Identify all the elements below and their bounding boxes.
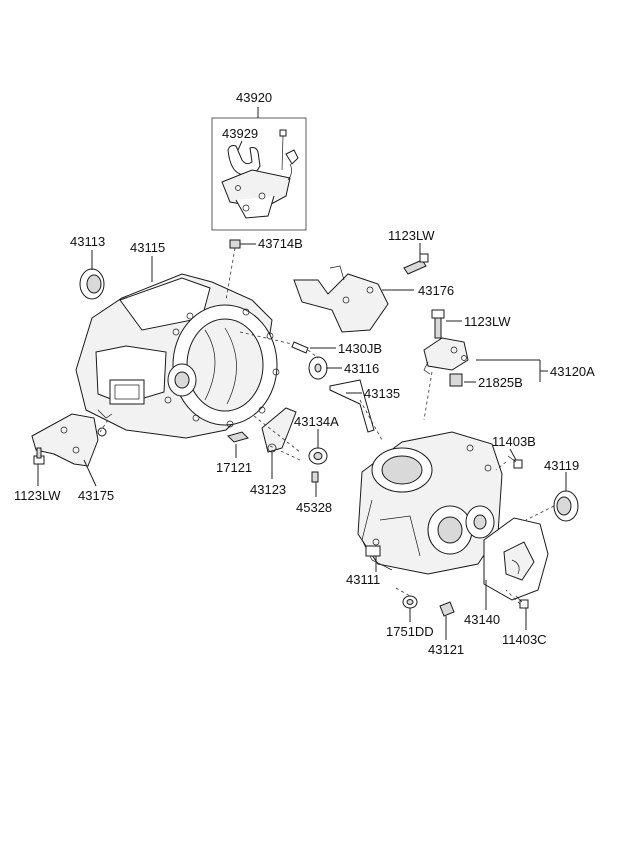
bolt-1123LW-top-illustration (403, 253, 429, 275)
label-43120A: 43120A (550, 364, 595, 379)
seal-43134A-illustration (308, 447, 328, 465)
label-43119: 43119 (544, 458, 579, 473)
bolt-1123LW-mid-illustration (431, 309, 445, 339)
label-43920: 43920 (236, 90, 272, 105)
bracket-43176-illustration (293, 265, 389, 333)
rod-43135-illustration (329, 379, 375, 433)
label-17121: 17121 (216, 460, 252, 475)
label-43929: 43929 (222, 126, 258, 141)
oil-seal-43119-illustration (553, 490, 579, 522)
label-11403C: 11403C (502, 632, 547, 647)
label-43175: 43175 (78, 488, 114, 503)
label-21825B: 21825B (478, 375, 523, 390)
label-43123: 43123 (250, 482, 286, 497)
label-43134A: 43134A (294, 414, 339, 429)
label-43121: 43121 (428, 642, 464, 657)
label-1751DD: 1751DD (386, 624, 434, 639)
label-43714B: 43714B (258, 236, 303, 251)
assembly-dashed-lines (99, 331, 555, 605)
label-43176: 43176 (418, 283, 454, 298)
plug-43121-illustration (439, 601, 455, 617)
label-1430JB: 1430JB (338, 341, 382, 356)
label-1123LW-left: 1123LW (14, 488, 61, 503)
bolt-11403B-illustration (507, 455, 523, 469)
leader-lines (37, 107, 567, 640)
bolt-45328-illustration (311, 471, 319, 483)
washer-1751DD-illustration (402, 595, 418, 609)
washer-43116-illustration (308, 356, 328, 380)
bracket-43175-illustration (31, 413, 99, 467)
pin-1430JB-illustration (291, 341, 309, 354)
label-43113: 43113 (70, 234, 105, 249)
spacer-17121-illustration (227, 431, 249, 443)
oil-seal-43113-illustration (79, 268, 105, 300)
part-labels: 43920 43929 43113 43115 43714B 1123LW 43… (14, 90, 595, 657)
label-43115: 43115 (130, 240, 165, 255)
lever-43123-illustration (261, 407, 297, 453)
label-1123LW-top: 1123LW (388, 228, 435, 243)
label-45328: 45328 (296, 500, 332, 515)
sensor-43120A-illustration (423, 337, 469, 387)
cover-43140-illustration (483, 517, 549, 601)
bracket-kit-43920-illustration (211, 117, 307, 231)
label-43140: 43140 (464, 612, 500, 627)
label-43111: 43111 (346, 572, 380, 587)
transaxle-case-43115-illustration (75, 273, 280, 439)
label-43135: 43135 (364, 386, 400, 401)
label-43116: 43116 (344, 361, 379, 376)
transmission-case-43111-illustration (357, 431, 503, 575)
bolt-1123LW-left-illustration (33, 447, 45, 465)
label-1123LW-mid: 1123LW (464, 314, 511, 329)
label-11403B: 11403B (492, 434, 536, 449)
